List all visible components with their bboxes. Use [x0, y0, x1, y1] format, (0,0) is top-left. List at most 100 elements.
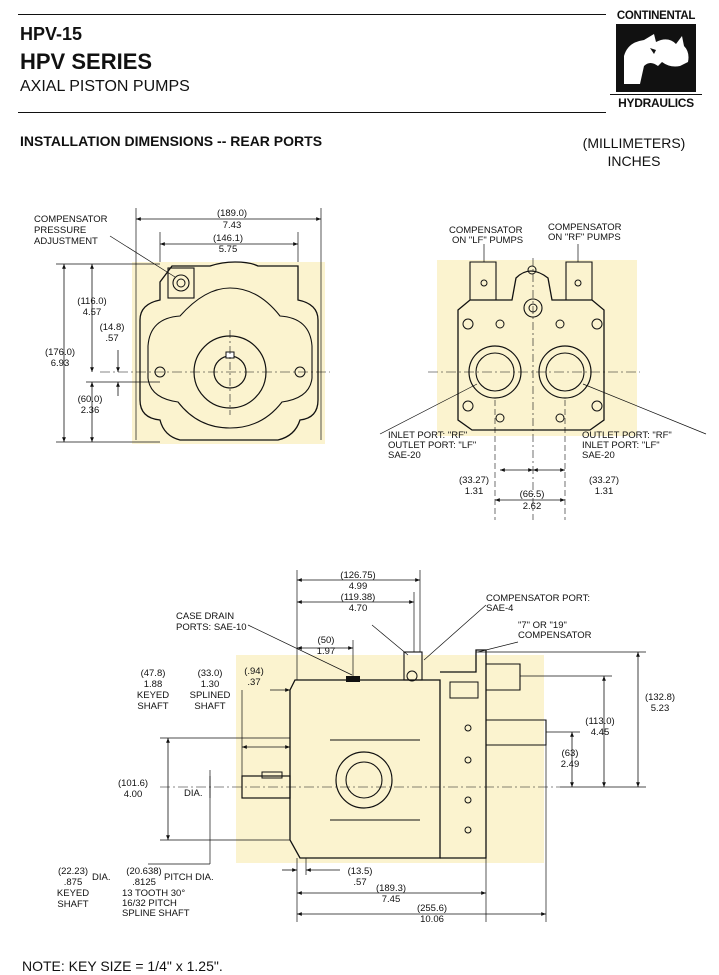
dim-bot-mm: (60.0) [78, 394, 103, 405]
splined-shaft-label-2: SHAFT [194, 701, 225, 712]
side-view-labels: (126.75) 4.99 (119.38) 4.70 COMPENSATOR … [57, 570, 675, 925]
left-port-label-1: INLET PORT: "RF" [388, 430, 467, 441]
keyed-shaft-b-label-1: KEYED [57, 888, 89, 899]
dim-left-mm: (33.27) [459, 475, 489, 486]
rear-view-labels: COMPENSATOR ON "LF" PUMPS COMPENSATOR ON… [388, 222, 672, 512]
dim-1893-in: 7.45 [382, 894, 401, 905]
dim-2556-mm: (255.6) [417, 903, 447, 914]
dim-mount-in: 5.75 [219, 244, 238, 255]
units-mm: (MILLIMETERS) [582, 135, 686, 151]
dim-width-mm: (189.0) [217, 208, 247, 219]
rhino-logo-icon [616, 24, 696, 92]
dim-12675-in: 4.99 [349, 581, 368, 592]
dim-12675-mm: (126.75) [340, 570, 375, 581]
dim-center-in: 2.62 [523, 501, 542, 512]
dim-off-in: .57 [105, 333, 118, 344]
comp-note-label-1: "7" OR "19" [518, 620, 567, 631]
comp-adj-label-1: COMPENSATOR [34, 214, 108, 225]
comp-lf-label-1: COMPENSATOR [449, 225, 523, 236]
dim-2223-in: .875 [64, 877, 83, 888]
dim-478-mm: (47.8) [141, 668, 166, 679]
dim-mount-mm: (146.1) [213, 233, 243, 244]
case-drain-label-2: PORTS: SAE-10 [176, 622, 247, 633]
dim-2223-mm: (22.23) [58, 866, 88, 877]
comp-port-label-2: SAE-4 [486, 603, 513, 614]
keyed-shaft-label-2: SHAFT [137, 701, 168, 712]
dim-113-in: 4.45 [591, 727, 610, 738]
dim-1328-mm: (132.8) [645, 692, 675, 703]
dim-478-in: 1.88 [144, 679, 163, 690]
dia-label-2: DIA. [92, 872, 110, 883]
comp-lf-label-2: ON "LF" PUMPS [452, 235, 523, 246]
front-view-labels: COMPENSATOR PRESSURE ADJUSTMENT (189.0) … [34, 208, 247, 416]
dim-11938-in: 4.70 [349, 603, 368, 614]
left-port-label-3: SAE-20 [388, 450, 421, 461]
side-view-highlight [236, 655, 544, 863]
units-in: INCHES [607, 153, 661, 169]
dim-right-in: 1.31 [595, 486, 614, 497]
dim-50-in: 1.97 [317, 646, 336, 657]
dim-33-in: 1.30 [201, 679, 220, 690]
dim-135-mm: (13.5) [348, 866, 373, 877]
dim-11938-mm: (119.38) [341, 592, 376, 603]
spline-label-3: SPLINE SHAFT [122, 908, 190, 919]
dim-1016-mm: (101.6) [118, 778, 148, 789]
pitch-dia-label: PITCH DIA. [164, 872, 214, 883]
dim-center-mm: (66.5) [520, 489, 545, 500]
keyed-shaft-b-label-2: SHAFT [57, 899, 88, 910]
comp-note-label-2: COMPENSATOR [518, 630, 592, 641]
rear-view-highlight [437, 260, 637, 436]
dim-height-mm: (176.0) [45, 347, 75, 358]
dim-50-mm: (50) [318, 635, 335, 646]
section-title: INSTALLATION DIMENSIONS -- REAR PORTS [20, 133, 323, 149]
comp-adj-label-2: PRESSURE [34, 225, 86, 236]
dim-1893-mm: (189.3) [376, 883, 406, 894]
comp-rf-label-1: COMPENSATOR [548, 222, 622, 233]
dim-113-mm: (113.0) [585, 716, 614, 727]
case-drain-label-1: CASE DRAIN [176, 611, 234, 622]
left-port-label-2: OUTLET PORT: "LF" [388, 440, 476, 451]
dim-1328-in: 5.23 [651, 703, 670, 714]
dim-20638-mm: (20.638) [126, 866, 161, 877]
series-title: HPV SERIES [20, 49, 153, 74]
side-view [148, 570, 646, 922]
keyed-shaft-label-1: KEYED [137, 690, 169, 701]
dim-94-mm: (.94) [244, 666, 264, 677]
product-subtitle: AXIAL PISTON PUMPS [20, 78, 190, 95]
units-legend: (MILLIMETERS) INCHES [570, 134, 698, 170]
company-logo: CONTINENTAL HYDRAULICS [610, 10, 702, 118]
dim-135-in: .57 [353, 877, 366, 888]
header-rule [18, 14, 606, 15]
dim-off-mm: (14.8) [100, 322, 125, 333]
splined-shaft-label-1: SPLINED [190, 690, 231, 701]
dim-1016-in: 4.00 [124, 789, 143, 800]
dim-left-in: 1.31 [465, 486, 484, 497]
spline-label-2: 16/32 PITCH [122, 898, 177, 909]
logo-bottom-text: HYDRAULICS [610, 94, 702, 110]
dim-width-in: 7.43 [223, 220, 242, 231]
dim-bot-in: 2.36 [81, 405, 100, 416]
comp-port-label-1: COMPENSATOR PORT: [486, 593, 590, 604]
right-port-label-3: SAE-20 [582, 450, 615, 461]
dim-63-in: 2.49 [561, 759, 580, 770]
right-port-label-1: OUTLET PORT: "RF" [582, 430, 672, 441]
dim-top-in: 4.57 [83, 307, 102, 318]
dim-height-in: 6.93 [51, 358, 70, 369]
dim-top-mm: (116.0) [77, 296, 106, 307]
dim-94-in: .37 [247, 677, 260, 688]
comp-rf-label-2: ON "RF" PUMPS [548, 232, 621, 243]
dim-33-mm: (33.0) [198, 668, 223, 679]
dim-2556-in: 10.06 [420, 914, 444, 925]
logo-top-text: CONTINENTAL [616, 10, 696, 22]
rear-view [379, 244, 707, 520]
dim-63-mm: (63) [562, 748, 579, 759]
comp-adj-label-3: ADJUSTMENT [34, 236, 98, 247]
header-rule-bottom [18, 112, 606, 113]
right-port-label-2: INLET PORT: "LF" [582, 440, 660, 451]
spline-label-1: 13 TOOTH 30° [122, 888, 185, 899]
model-title: HPV-15 [20, 24, 83, 44]
dia-label: DIA. [184, 788, 202, 799]
key-size-note: NOTE: KEY SIZE = 1/4" x 1.25". [22, 958, 223, 974]
front-view [56, 208, 330, 444]
